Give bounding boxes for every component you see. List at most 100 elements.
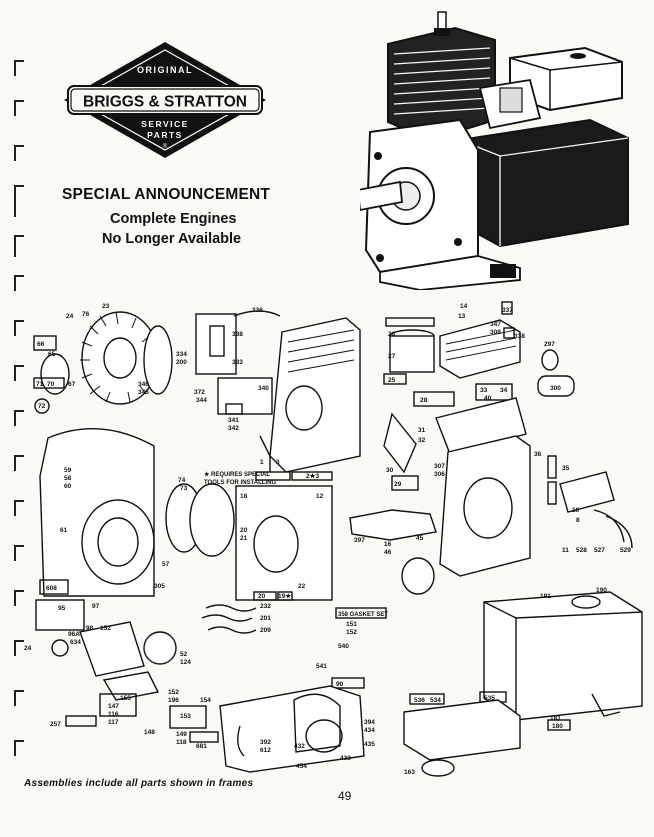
part-435: 435: [364, 741, 375, 748]
part-60: 60: [64, 483, 72, 490]
part-3: 3: [276, 459, 280, 466]
part-27: 27: [388, 353, 396, 360]
part-72: 72: [38, 403, 46, 410]
part-392: 392: [260, 739, 271, 746]
part-96a: 96A: [68, 631, 80, 638]
part-529: 529: [620, 547, 631, 554]
part-334: 334: [176, 351, 187, 358]
part-58: 58: [64, 475, 72, 482]
part-191: 191: [540, 593, 551, 600]
part-22: 22: [298, 583, 306, 590]
gasket-set-label: 358 GASKET SET: [338, 612, 388, 618]
part-152b: 152: [346, 629, 357, 636]
part-30: 30: [386, 467, 394, 474]
part-57: 57: [162, 561, 170, 568]
logo-brand: BRIGGS & STRATTON: [83, 94, 247, 111]
part-14: 14: [460, 303, 468, 310]
part-612: 612: [260, 747, 271, 754]
binder-mark: [14, 740, 24, 756]
part-337: 337: [502, 307, 513, 314]
part-608: 608: [46, 585, 57, 592]
binder-mark: [14, 100, 24, 116]
part-163: 163: [404, 769, 415, 776]
binder-mark: [14, 365, 24, 381]
part-76: 76: [82, 311, 90, 318]
binder-mark: [14, 410, 24, 426]
part-305: 305: [154, 583, 165, 590]
part-11: 11: [562, 547, 569, 554]
briggs-stratton-logo: ORIGINAL BRIGGS & STRATTON SERVICE PARTS…: [60, 40, 270, 160]
announcement-line1: Complete Engines: [110, 211, 237, 227]
part-149: 149: [176, 731, 187, 738]
part-196: 196: [168, 697, 179, 704]
part-347: 347: [490, 321, 501, 328]
part-40: 40: [484, 395, 492, 402]
part-540: 540: [338, 643, 349, 650]
part-180: 180: [552, 723, 563, 730]
engine-illustration: [360, 10, 648, 290]
logo-mark: ®: [163, 143, 168, 150]
part-200: 200: [176, 359, 187, 366]
logo-line2: PARTS: [147, 130, 183, 140]
part-308: 308: [490, 329, 501, 336]
part-124: 124: [180, 659, 191, 666]
part-61: 61: [60, 527, 68, 534]
part-454: 454: [296, 763, 307, 770]
part-153: 153: [180, 713, 191, 720]
binder-mark: [14, 690, 24, 706]
part-24: 24: [66, 313, 74, 320]
part-340: 340: [258, 385, 269, 392]
binder-mark: [14, 60, 24, 76]
part-19: 19★: [278, 592, 292, 600]
part-12: 12: [316, 493, 324, 500]
part-28: 28: [420, 397, 428, 404]
part-338b: 338: [514, 333, 525, 340]
part-65: 65: [48, 351, 56, 358]
part-95: 95: [58, 605, 66, 612]
part-25: 25: [388, 377, 396, 384]
part-66: 66: [37, 341, 45, 348]
part-345: 345: [138, 389, 149, 396]
part-152c: 152: [168, 689, 179, 696]
part-527: 527: [594, 547, 605, 554]
part-1: 1: [260, 459, 264, 466]
part-634: 634: [70, 639, 81, 646]
part-13: 13: [458, 313, 466, 320]
binder-mark: [14, 500, 24, 516]
part-36: 36: [534, 451, 542, 458]
part-70: 70: [47, 381, 55, 388]
part-181: 181: [550, 715, 561, 722]
binder-mark: [14, 455, 24, 471]
part-33: 33: [480, 387, 488, 394]
requires-note-1: ★ REQUIRES SPECIAL: [204, 471, 270, 478]
part-147: 147: [108, 703, 119, 710]
page-number: 49: [338, 789, 352, 803]
part-338: 338: [232, 331, 243, 338]
part-336: 336: [252, 307, 263, 314]
part-232: 232: [260, 603, 271, 610]
part-342: 342: [228, 425, 239, 432]
part-24b: 24: [24, 645, 32, 652]
part-26: 26: [388, 331, 396, 338]
part-148: 148: [144, 729, 155, 736]
part-2-3: 2★3: [306, 472, 319, 480]
part-46: 46: [384, 549, 392, 556]
part-52: 52: [180, 651, 188, 658]
part-534: 534: [430, 697, 441, 704]
part-344: 344: [196, 397, 207, 404]
part-21: 21: [240, 535, 248, 542]
part-155: 155: [120, 695, 131, 702]
part-59: 59: [64, 467, 72, 474]
announcement-title: SPECIAL ANNOUNCEMENT: [62, 186, 271, 203]
part-528: 528: [576, 547, 587, 554]
part-74: 74: [178, 477, 186, 484]
part-190: 190: [596, 587, 607, 594]
part-681: 681: [196, 743, 207, 750]
part-45: 45: [416, 535, 424, 542]
part-300: 300: [550, 385, 561, 392]
part-18: 18: [240, 493, 248, 500]
part-306: 306: [434, 471, 445, 478]
part-97: 97: [92, 603, 100, 610]
part-541: 541: [316, 663, 327, 670]
